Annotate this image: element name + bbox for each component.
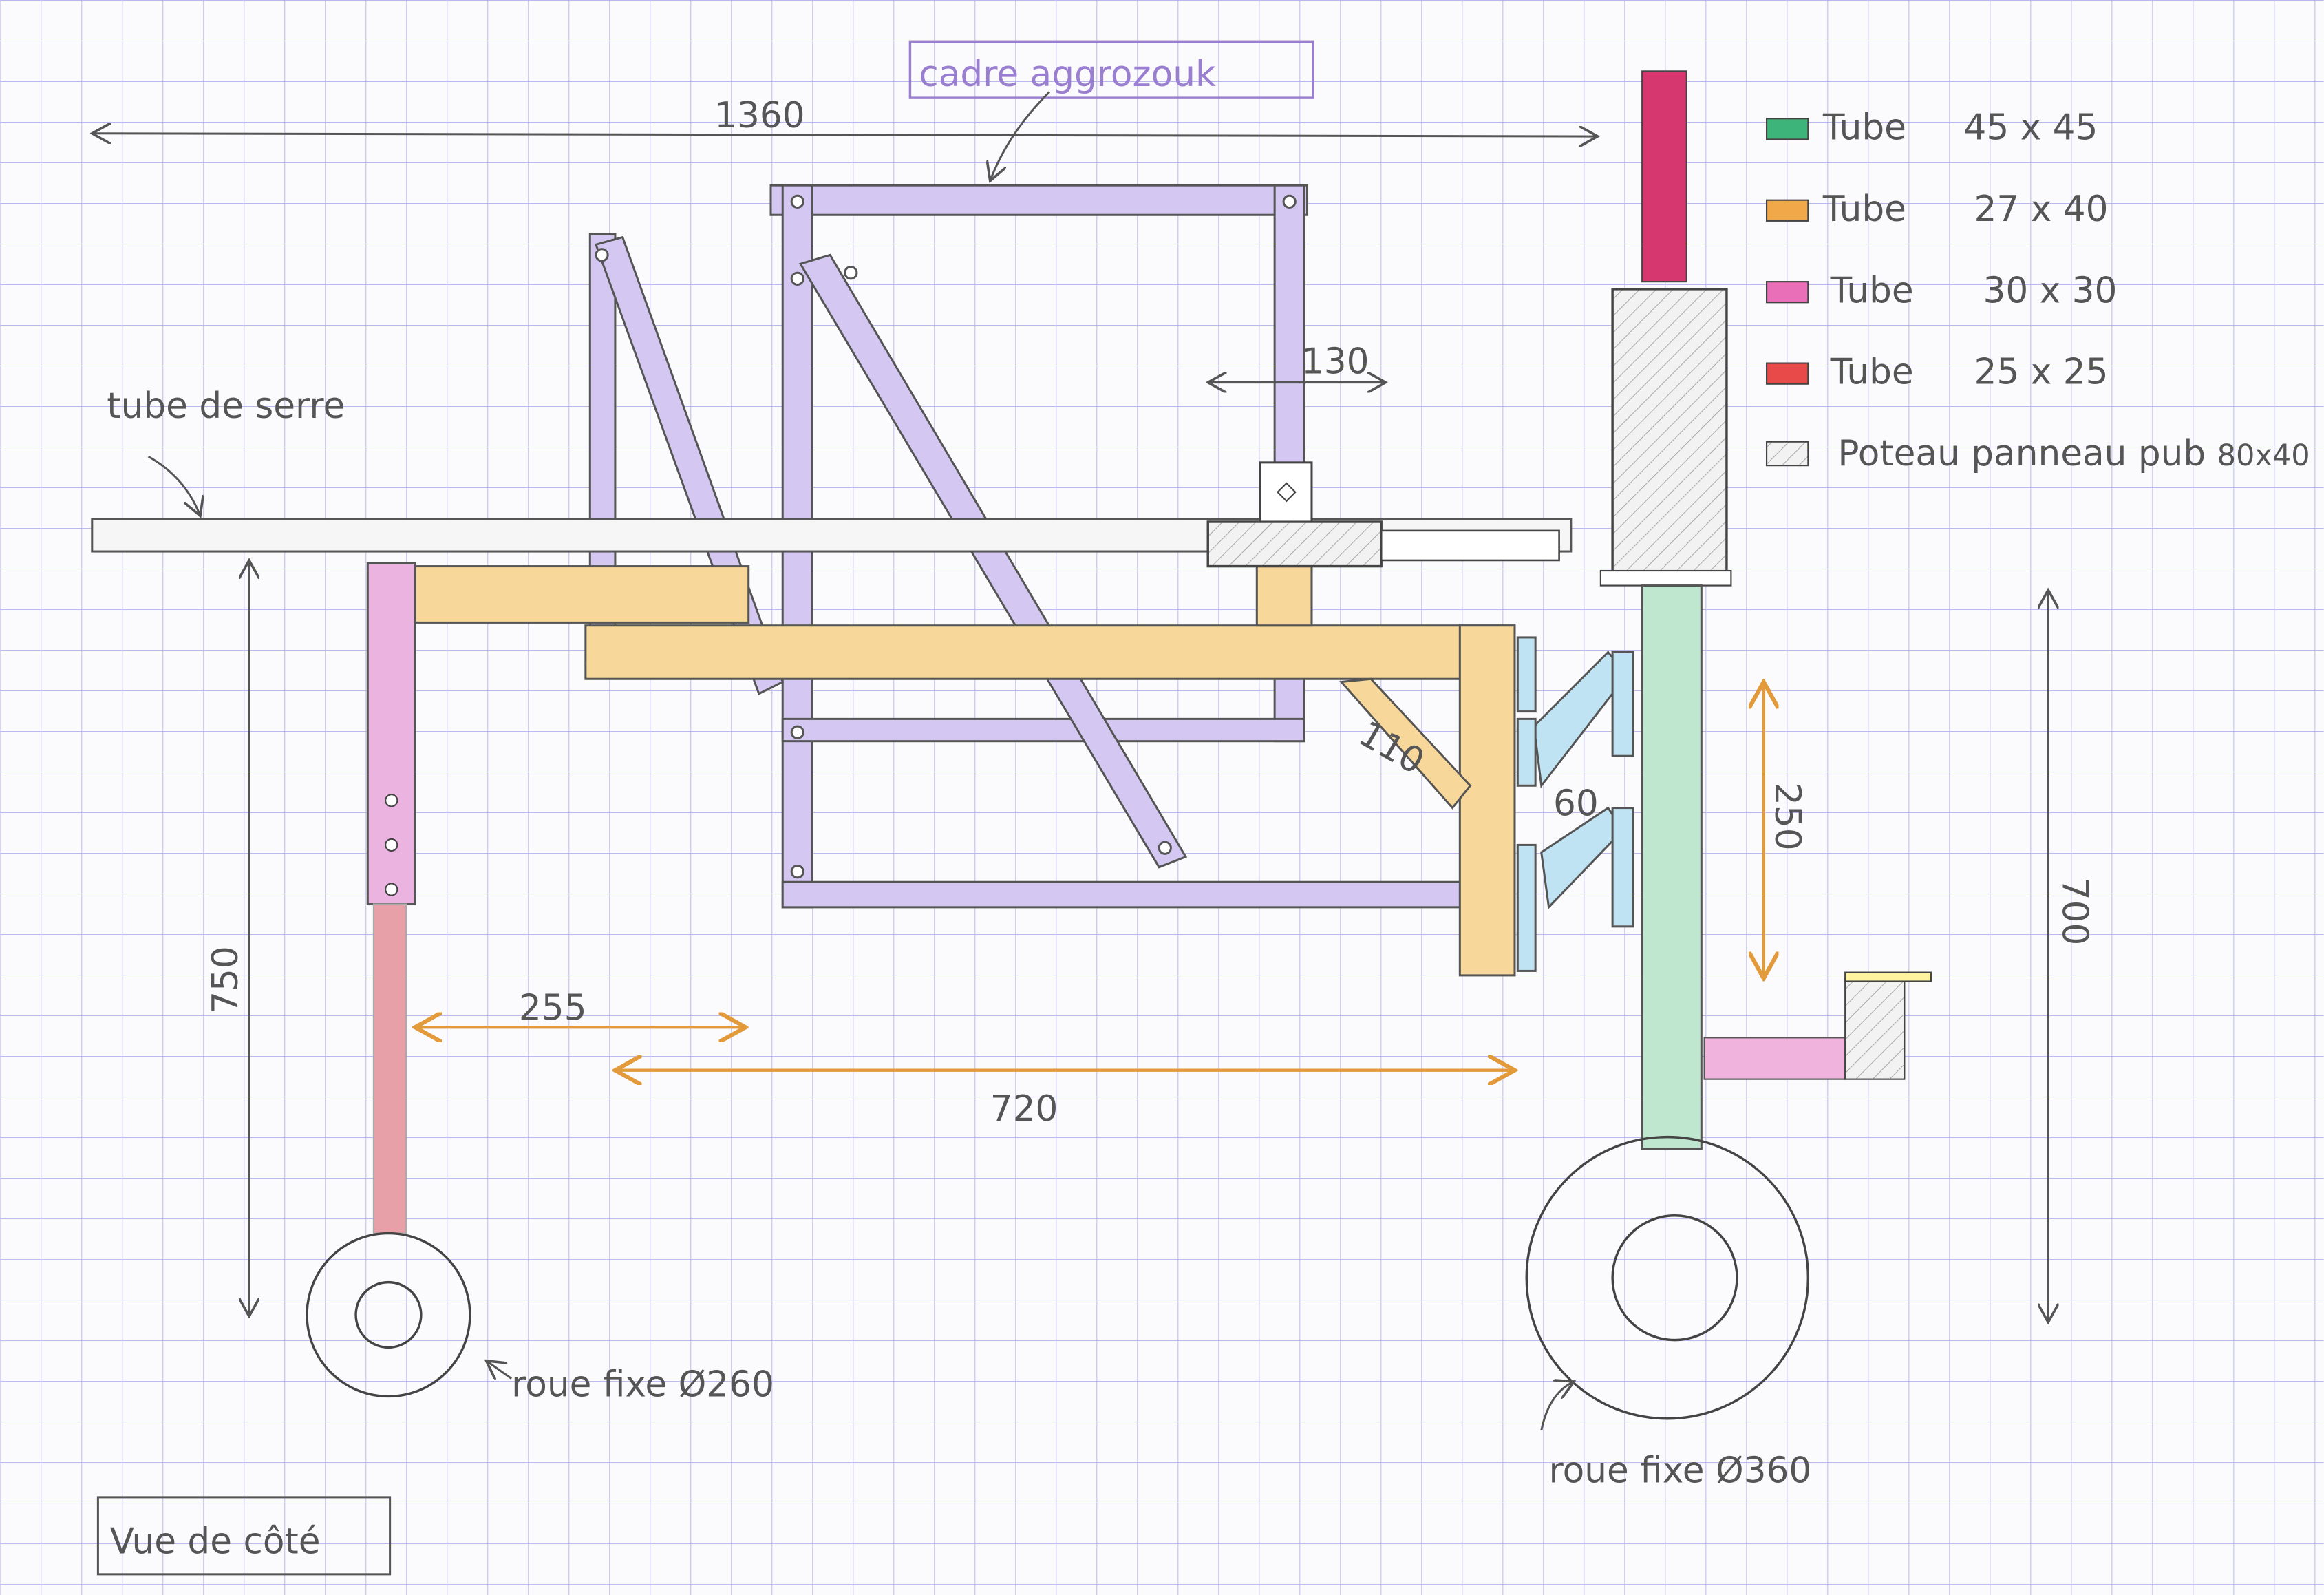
hatched-clamp-block: [1206, 520, 1383, 568]
dimension-overall-label: 1360: [714, 95, 805, 136]
dimension-60: 60: [1553, 783, 1599, 824]
svg-text:25 x 25: 25 x 25: [1974, 352, 2109, 393]
cadre-label-box: cadre aggrozouk: [908, 40, 1314, 180]
svg-text:Tube: Tube: [1830, 352, 1914, 393]
clamp-bracket: [1259, 461, 1313, 523]
right-post-green: [1641, 584, 1703, 1150]
dimension-255: 255: [519, 988, 587, 1029]
svg-text:Tube: Tube: [1822, 189, 1906, 230]
dimension-750: 750: [205, 946, 246, 1014]
poteau-panneau-pub: [1611, 288, 1728, 580]
big-wheel-label: roue fixe Ø360: [1549, 1450, 1812, 1491]
legend-item-25x25: Tube 25 x 25: [1765, 352, 2109, 393]
left-leg-red: [372, 903, 407, 1234]
dimension-overall-line: [92, 134, 1598, 136]
legend-item-27x40: Tube 27 x 40: [1765, 189, 2109, 230]
legend-item-poteau: Poteau panneau pub 80x40: [1765, 433, 2310, 474]
cadre-label: cadre aggrozouk: [919, 54, 1216, 95]
blue-arms: [1516, 636, 1634, 972]
svg-text:Tube: Tube: [1830, 270, 1914, 311]
dimension-250: 250: [1767, 783, 1808, 851]
left-leg-pink: [366, 562, 416, 906]
svg-text:27 x 40: 27 x 40: [1974, 189, 2109, 230]
legend: Tube 45 x 45 Tube 27 x 40 Tube 30 x 30 T…: [1765, 107, 2310, 474]
footrest-pink: [1703, 1037, 1846, 1080]
svg-text:45 x 45: 45 x 45: [1963, 107, 2098, 148]
svg-text:Tube: Tube: [1822, 107, 1906, 148]
svg-text:30 x 30: 30 x 30: [1983, 270, 2117, 311]
svg-text:Poteau panneau pub: Poteau panneau pub: [1837, 433, 2206, 474]
dimension-720: 720: [990, 1088, 1058, 1130]
connector-tube: [1380, 529, 1560, 562]
svg-text:80x40: 80x40: [2217, 439, 2310, 473]
legend-item-30x30: Tube 30 x 30: [1765, 270, 2117, 311]
view-title: Vue de côté: [110, 1521, 321, 1563]
big-wheel: [1525, 1135, 1810, 1420]
title-box: [96, 1496, 392, 1576]
chassis-orange: [370, 550, 1516, 977]
footrest-block: [1844, 978, 1906, 1080]
dimension-130: 130: [1301, 341, 1369, 383]
tube-serre-label: tube de serre: [107, 385, 345, 427]
legend-item-45x45: Tube 45 x 45: [1765, 107, 2098, 148]
small-wheel: [306, 1232, 471, 1398]
dimension-700: 700: [2054, 878, 2096, 946]
top-post-red: [1641, 70, 1687, 283]
small-wheel-label: roue fixe Ø260: [511, 1364, 774, 1405]
bolt-icon: [1276, 482, 1297, 503]
